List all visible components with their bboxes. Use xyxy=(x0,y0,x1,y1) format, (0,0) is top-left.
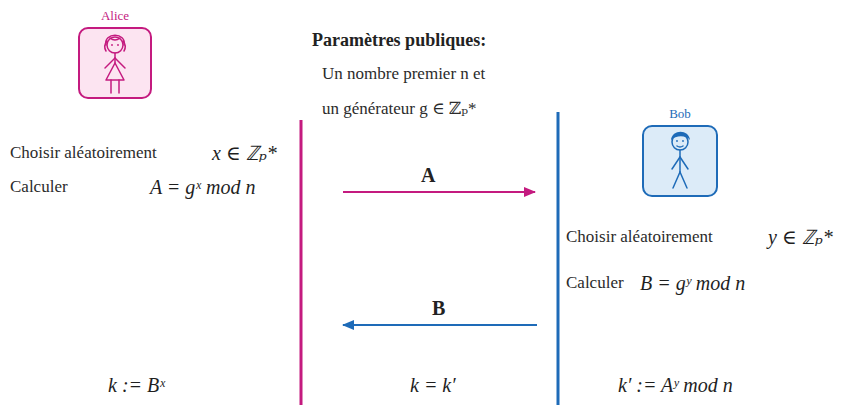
step-text: Choisir aléatoirement xyxy=(10,143,157,163)
math-expression: k′ := Aʸ mod n xyxy=(618,373,733,397)
message-label: A xyxy=(421,163,435,187)
message-arrow xyxy=(343,191,535,193)
person-box: Bob xyxy=(642,105,718,197)
bob-lifeline xyxy=(557,112,560,405)
math-expression: k = k′ xyxy=(410,373,456,397)
person-name: Bob xyxy=(642,105,718,123)
message-arrow xyxy=(343,324,537,326)
step-text: Choisir aléatoirement xyxy=(566,227,713,247)
alice-lifeline xyxy=(300,120,303,405)
section-heading: Paramètres publiques: xyxy=(312,29,486,51)
step-text: Calculer xyxy=(10,177,68,197)
person-frame xyxy=(642,125,718,197)
public-parameters: Un nombre premier n et un générateur g ∈… xyxy=(322,56,489,126)
math-expression: k := Bˣ xyxy=(108,373,165,397)
bob-figure xyxy=(644,127,716,195)
math-expression: B = gʸ mod n xyxy=(640,271,745,295)
math-expression: A = gˣ mod n xyxy=(150,175,255,199)
step-text: Calculer xyxy=(566,273,624,293)
alice-figure xyxy=(80,29,150,97)
math-expression: y ∈ ℤₚ* xyxy=(768,225,833,249)
message-label: B xyxy=(432,296,445,320)
person-frame xyxy=(78,27,152,99)
person-name: Alice xyxy=(78,7,152,25)
person-box: Alice xyxy=(78,7,152,99)
math-expression: x ∈ ℤₚ* xyxy=(212,141,277,165)
